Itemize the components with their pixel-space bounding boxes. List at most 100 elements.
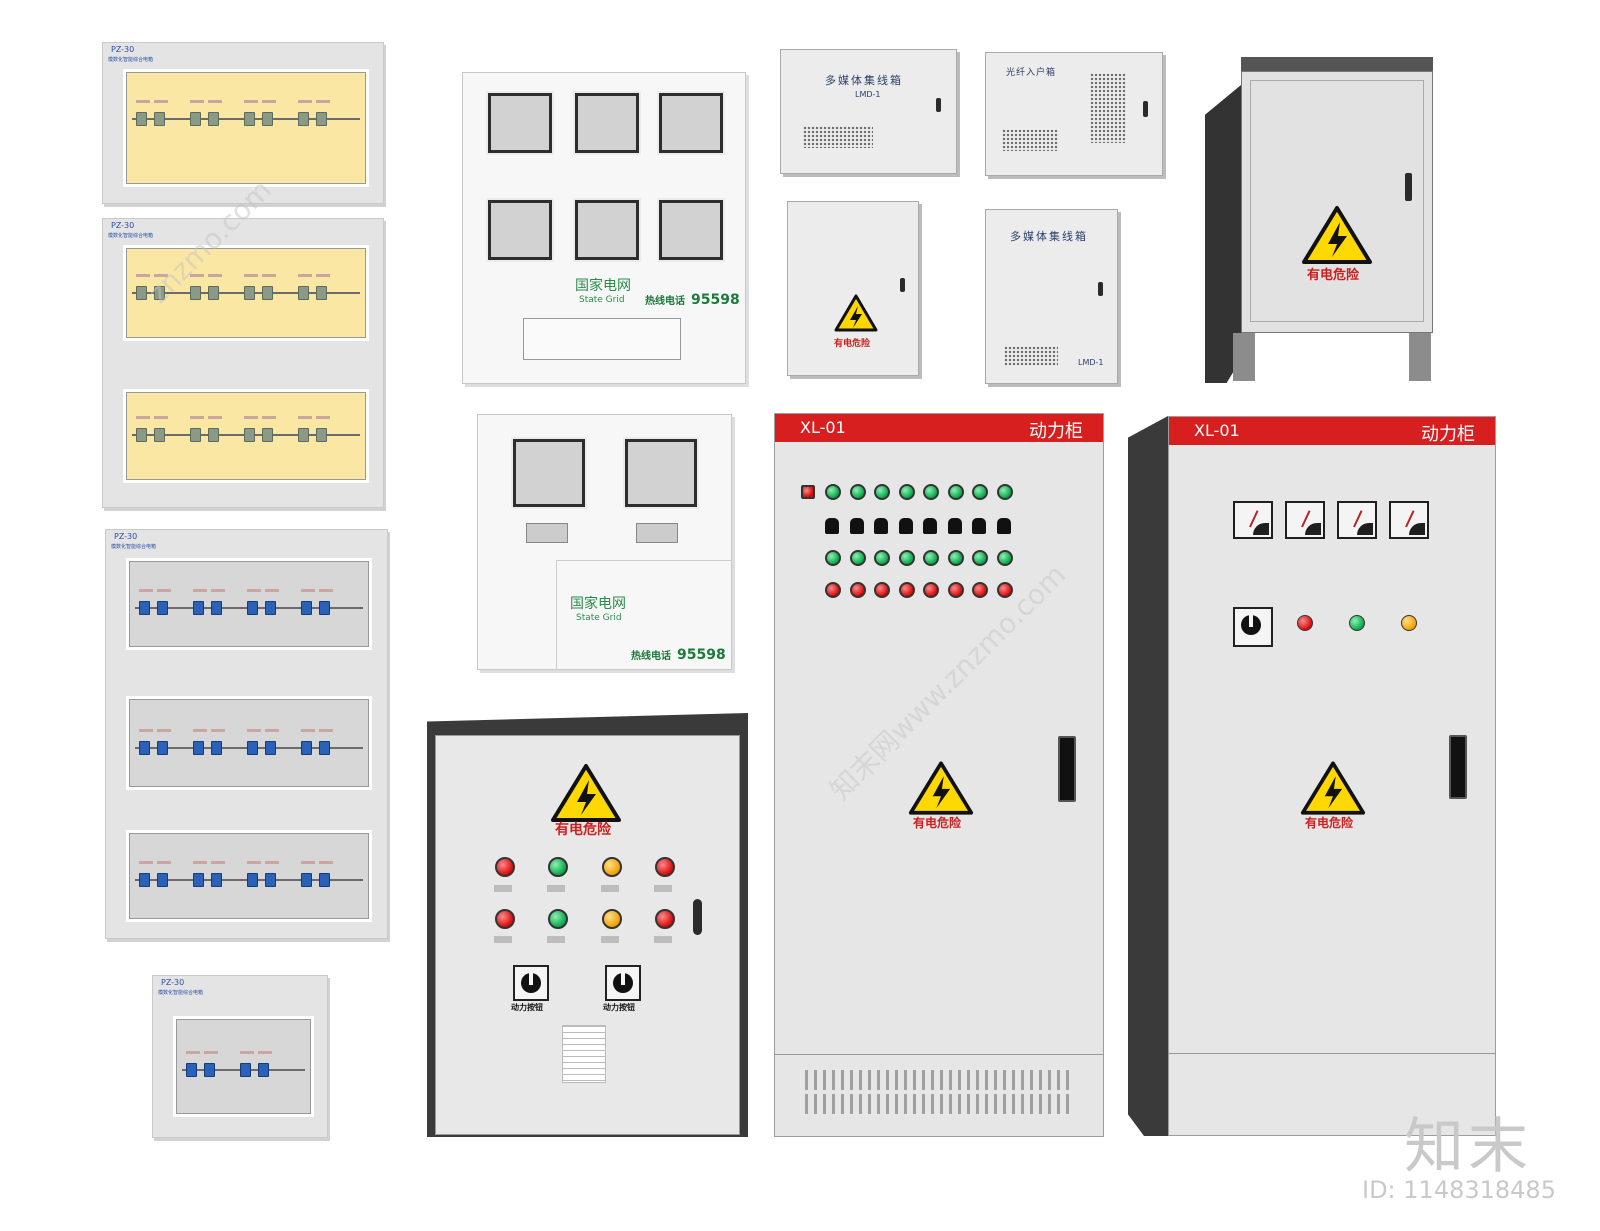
box-model: LMD-1 [855, 90, 881, 99]
cabinet-leg [1233, 333, 1255, 381]
gauge-meter [1233, 501, 1273, 539]
vent-holes [1002, 129, 1058, 151]
indicator-lamp-red [655, 857, 675, 877]
breaker-label [319, 589, 333, 592]
indicator-lamp-green [825, 550, 841, 566]
pz30-panel-2: PZ-30 模数化智能综合电箱 [102, 218, 384, 508]
circuit-breaker [247, 601, 258, 615]
door-handle[interactable] [1058, 736, 1076, 802]
push-button[interactable] [923, 518, 937, 534]
circuit-breaker [247, 873, 258, 887]
circuit-breaker [262, 286, 273, 300]
push-button[interactable] [825, 518, 839, 534]
breaker-window [123, 69, 369, 187]
vent-slots [805, 1070, 1075, 1090]
push-button[interactable] [972, 518, 986, 534]
cabinet-model: XL-01 [800, 418, 846, 437]
indicator-lamp-green [947, 550, 964, 566]
circuit-breaker [298, 112, 309, 126]
door-handle[interactable] [1143, 101, 1148, 117]
breaker-label [301, 589, 315, 592]
door-handle[interactable] [1449, 735, 1467, 799]
circuit-breaker [139, 601, 150, 615]
breaker-label [247, 589, 261, 592]
panel-model: PZ-30 [111, 45, 135, 54]
push-button[interactable] [898, 518, 913, 534]
indicator-lamp-red [801, 485, 815, 499]
door-handle[interactable] [1098, 282, 1103, 296]
warning-text: 有电危险 [913, 816, 962, 830]
breaker-label [211, 729, 225, 732]
breaker-label [301, 729, 315, 732]
breaker-label [247, 861, 261, 864]
breaker-label [265, 729, 279, 732]
indicator-lamp-green [849, 550, 866, 566]
indicator-lamp-red [1297, 615, 1313, 631]
brand-cn: 国家电网 [570, 596, 626, 612]
lamp-tag [654, 936, 672, 943]
meter-window [659, 200, 723, 260]
fiber-box: 光纤入户箱 [985, 52, 1163, 176]
floor-cabinet: 有电危险 [1205, 57, 1435, 385]
door-handle[interactable] [936, 98, 941, 112]
cabinet-side [1128, 416, 1168, 1136]
breaker-label [301, 861, 315, 864]
breaker-label [316, 100, 330, 103]
indicator-lamp-red [495, 857, 515, 877]
switch-label: 动力按钮 [511, 1003, 543, 1012]
small-electrical-box: 有电危险 [787, 201, 919, 376]
vent-holes [1090, 73, 1126, 143]
gauge-meter [1285, 501, 1325, 539]
indicator-lamp-green [874, 484, 890, 500]
box-title: 多媒体集线箱 [825, 74, 903, 87]
breaker-label [244, 416, 258, 419]
indicator-lamp-green [996, 550, 1013, 566]
indicator-lamp-red [849, 582, 866, 598]
breaker-label [136, 100, 150, 103]
indicator-lamp-red [947, 582, 964, 598]
circuit-breaker [265, 741, 276, 755]
indicator-lamp-green [923, 550, 939, 566]
vent-holes [803, 126, 873, 148]
breaker-label [139, 589, 153, 592]
breaker-label [316, 416, 330, 419]
vent-slots [805, 1094, 1075, 1114]
rotary-switch[interactable] [605, 965, 641, 1001]
box-model: LMD-1 [1078, 358, 1104, 367]
breaker-label [298, 100, 312, 103]
breaker-label [154, 416, 168, 419]
circuit-breaker [247, 741, 258, 755]
circuit-breaker [262, 428, 273, 442]
circuit-breaker [211, 873, 222, 887]
breaker-label [258, 1051, 272, 1054]
door-handle[interactable] [693, 899, 702, 935]
panel-subtitle: 模数化智能综合电箱 [108, 57, 154, 63]
lamp-tag [654, 885, 672, 892]
rotary-switch[interactable] [513, 965, 549, 1001]
warning-icon [1302, 206, 1372, 264]
indicator-lamp-green [947, 484, 964, 500]
breaker-label [157, 729, 171, 732]
push-button[interactable] [849, 518, 864, 534]
door-handle[interactable] [900, 278, 905, 292]
switch-label: 动力按钮 [603, 1003, 635, 1012]
door-handle[interactable] [1405, 173, 1412, 201]
circuit-breaker [319, 741, 330, 755]
circuit-breaker [208, 112, 219, 126]
indicator-lamp-red [996, 582, 1013, 598]
push-button[interactable] [996, 518, 1011, 534]
push-button[interactable] [874, 518, 888, 534]
breaker-label [190, 100, 204, 103]
rotary-switch[interactable] [1233, 607, 1273, 647]
indicator-lamp-amber [602, 857, 622, 877]
document-slot [523, 318, 681, 360]
push-button[interactable] [947, 518, 962, 534]
indicator-lamp-green [825, 484, 841, 500]
watermark-id: ID: 1148318485 [1362, 1176, 1556, 1204]
lamp-tag [601, 936, 619, 943]
circuit-breaker [190, 112, 201, 126]
indicator-lamp-red [825, 582, 841, 598]
cabinet-leg [1409, 333, 1431, 381]
